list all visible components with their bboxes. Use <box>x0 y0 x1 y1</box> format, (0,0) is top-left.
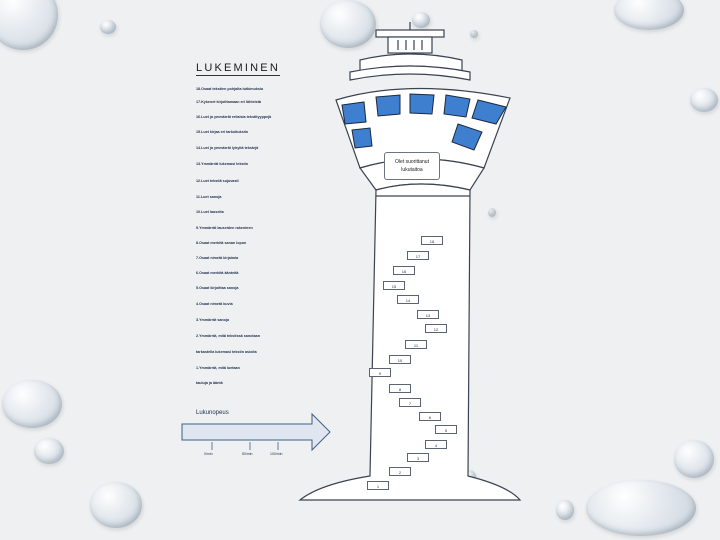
title-underline <box>196 75 280 76</box>
step-18[interactable]: 18 <box>421 236 443 245</box>
reading-speed-label: Lukunopeus <box>196 410 229 416</box>
step-2[interactable]: 2 <box>389 467 411 476</box>
step-15[interactable]: 15 <box>383 281 405 290</box>
level-item-18: 18.Osaat tekstien pohjalta tutkimuksia <box>196 87 264 91</box>
level-item-16: 16.Luet ja ymmärrät erilaisia tekstityyp… <box>196 115 272 119</box>
step-12[interactable]: 12 <box>425 324 447 333</box>
level-item-8: 8.Osaat merkitä sanan lopun <box>196 241 247 245</box>
level-item-1b: tauluja ja ääntä <box>196 381 223 385</box>
water-drop <box>690 88 718 112</box>
step-9[interactable]: 9 <box>369 368 391 377</box>
level-item-3: 3.Ymmärrät sanoja <box>196 318 229 322</box>
water-drop <box>674 440 714 478</box>
page-title: LUKEMINEN <box>196 62 280 74</box>
step-4[interactable]: 4 <box>425 440 447 449</box>
step-5[interactable]: 5 <box>435 425 457 434</box>
level-item-11: 11.Luet sanoja <box>196 195 222 199</box>
water-drop <box>470 30 478 38</box>
water-drop <box>2 380 62 428</box>
step-7[interactable]: 7 <box>399 398 421 407</box>
badge-line-2: lukutaitoa <box>401 167 423 173</box>
water-drop <box>34 438 64 464</box>
step-14[interactable]: 14 <box>397 295 419 304</box>
speed-tick-100: 100/min <box>270 452 283 456</box>
level-item-2b: tarkastella lukemasi tekstin asioita <box>196 350 257 354</box>
step-10[interactable]: 10 <box>389 355 411 364</box>
level-item-9: 9.Ymmärrät lauseiden rakenteen <box>196 226 253 230</box>
step-8[interactable]: 8 <box>389 384 411 393</box>
level-item-13: 13.Ymmärrät lukemasi tekstin <box>196 162 249 166</box>
level-item-15: 15.Luet kirjaa eri tarkoituksiin <box>196 130 249 134</box>
level-item-4: 4.Osaat nimetä kuvia <box>196 302 233 306</box>
speed-tick-0: 0/min <box>204 452 213 456</box>
step-17[interactable]: 17 <box>407 251 429 260</box>
water-drop <box>320 0 376 48</box>
speed-tick-50: 50/min <box>242 452 253 456</box>
level-item-6: 6.Osaat merkitä äänteitä <box>196 271 239 275</box>
level-item-12: 12.Luet tekstiä sujuvasti <box>196 179 239 183</box>
water-drop <box>488 208 496 217</box>
level-item-10: 10.Luet lauseita <box>196 210 224 214</box>
water-drop <box>586 480 696 536</box>
badge-line-1: Olet suorittanut <box>395 159 429 165</box>
step-6[interactable]: 6 <box>419 412 441 421</box>
level-item-5: 5.Osaat kirjoittaa sanoja <box>196 286 239 290</box>
level-item-2: 2.Ymmärrät, mitä tekstissä sanotaan <box>196 334 260 338</box>
level-item-7: 7.Osaat nimetä kirjaimia <box>196 256 239 260</box>
level-item-1: 1.Ymmärrät, mitä luetaan <box>196 366 240 370</box>
level-item-14: 14.Luet ja ymmärrät lyhyitä tekstejä <box>196 146 259 150</box>
water-drop <box>100 20 116 34</box>
step-16[interactable]: 16 <box>393 266 415 275</box>
step-11[interactable]: 11 <box>405 340 427 349</box>
water-drop <box>412 12 430 28</box>
water-drop <box>556 500 574 520</box>
step-13[interactable]: 13 <box>417 310 439 319</box>
step-3[interactable]: 3 <box>407 453 429 462</box>
completion-badge: Olet suorittanut lukutaitoa <box>384 152 440 180</box>
step-1[interactable]: 1 <box>367 481 389 490</box>
water-drop <box>90 482 142 528</box>
level-item-17: 17.Kykenet kirjoittamaan eri lähteistä <box>196 100 261 104</box>
